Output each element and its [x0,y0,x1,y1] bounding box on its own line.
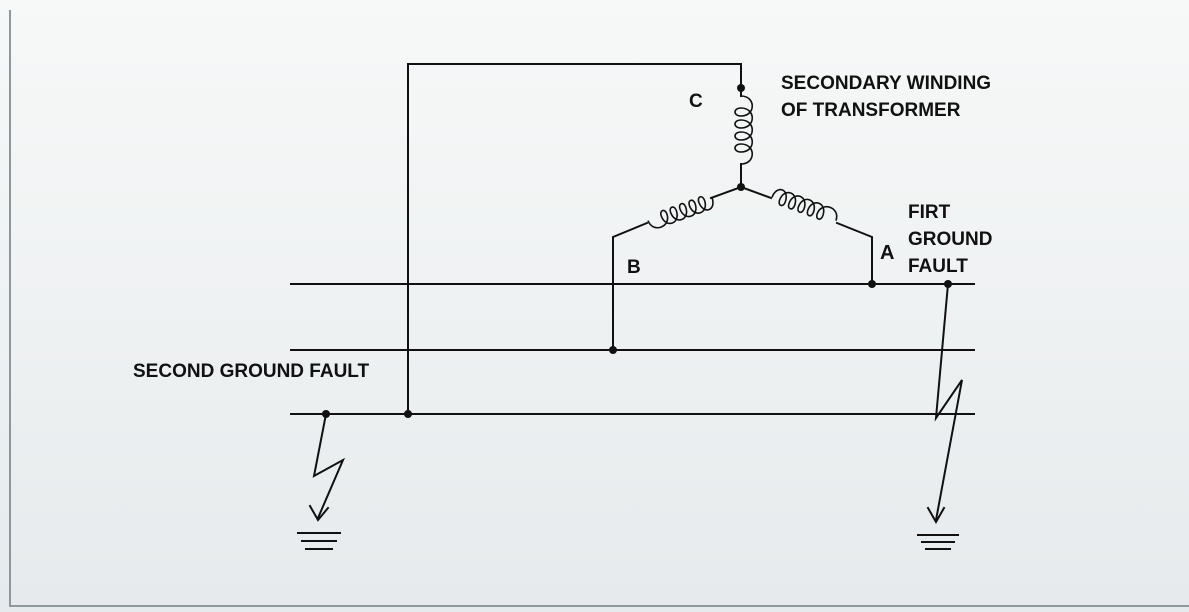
junction-dot-icon [404,410,412,418]
phase-a-label: A [880,242,894,264]
junction-dot-icon [609,346,617,354]
lightning-fault-arrow-icon [926,282,963,525]
winding-coil-icon [734,87,754,188]
first-fault-label-line2: GROUND [908,229,992,250]
phase-a-conductor [835,221,873,285]
phase-b-lead [709,185,743,200]
first-fault-label-line3: FAULT [908,256,968,277]
winding-coil-icon [647,195,714,229]
second-fault-label: SECOND GROUND FAULT [133,361,369,382]
junction-dot-icon [737,183,745,191]
ground-symbol-icon [917,534,959,550]
transformer-label-line2: OF TRANSFORMER [781,100,961,121]
phase-b-label: B [627,257,641,278]
phase-c-conductor [407,63,742,415]
phase-a-lead [739,185,773,200]
junction-dot-icon [868,280,876,288]
phase-c-label: C [689,91,703,112]
phase-b-conductor [612,221,649,351]
first-fault-label-line1: FIRT [908,202,951,223]
ground-symbol-icon [297,532,341,550]
diagram-frame [9,10,1189,607]
winding-coil-icon [771,188,838,221]
transformer-label-line1: SECONDARY WINDING [781,73,991,94]
junction-dot-icon [737,84,745,92]
lightning-fault-arrow-icon [308,412,346,522]
